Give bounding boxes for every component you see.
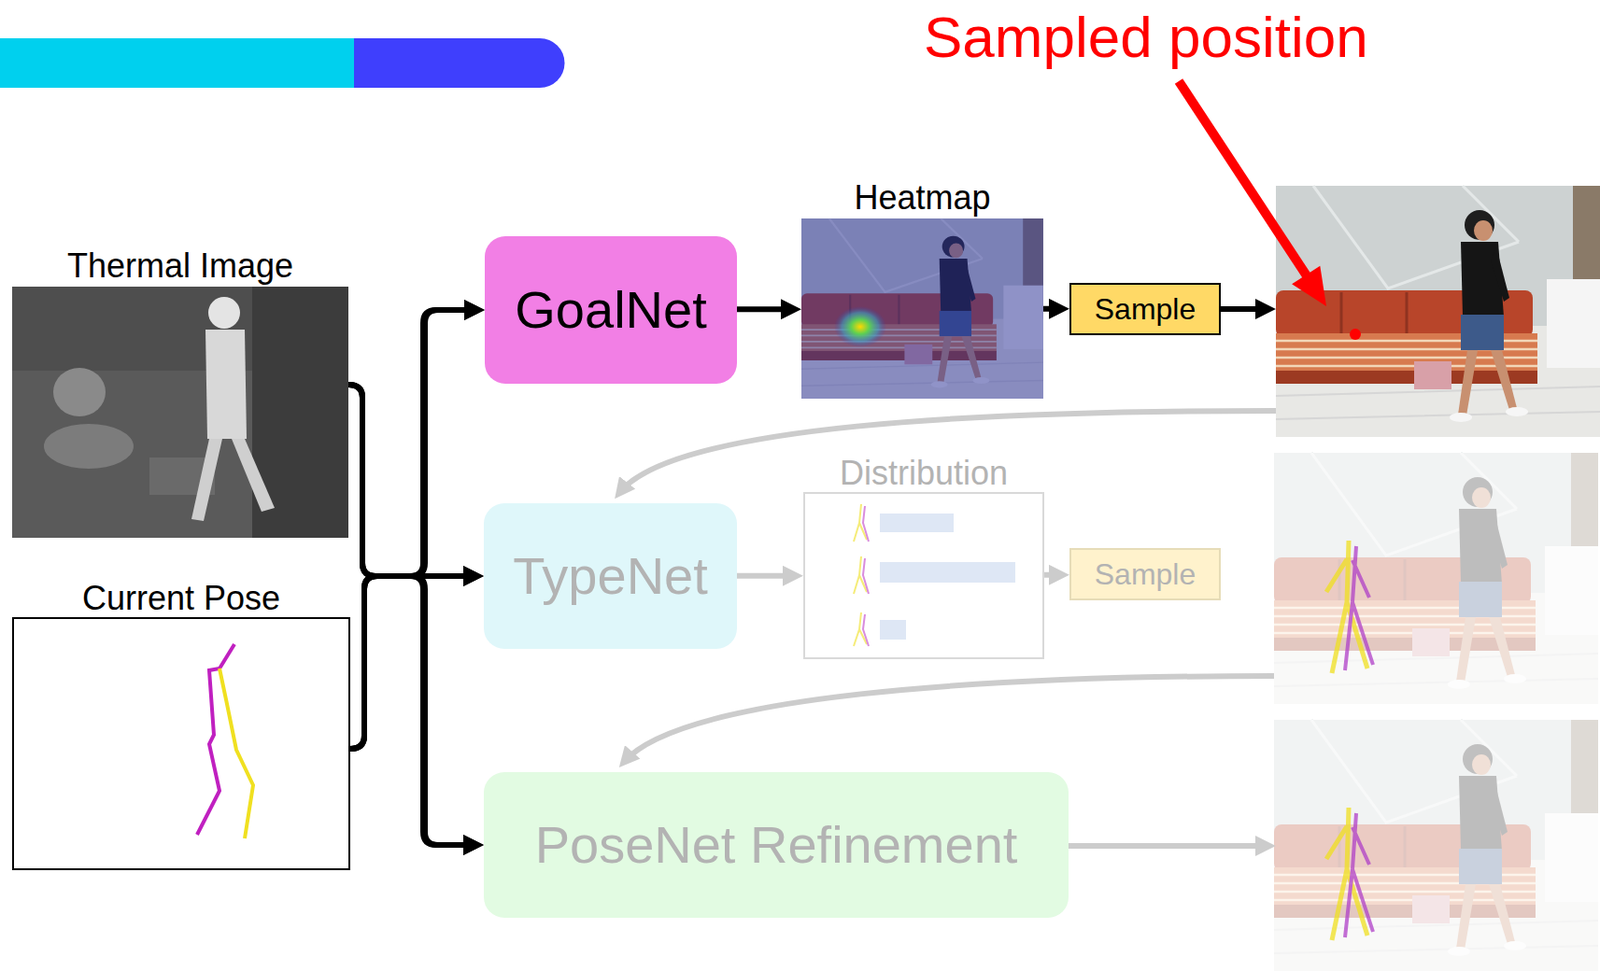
process-box: TypeNet — [483, 503, 737, 650]
thermal-picture — [53, 368, 106, 417]
pointer-arrow — [1178, 81, 1308, 278]
flow-arrow — [1068, 843, 1269, 850]
flow-connector — [348, 310, 478, 577]
heatmap-picture — [801, 218, 1044, 399]
pose-figure — [197, 644, 254, 839]
title-bar — [0, 38, 566, 88]
pointer-arrow — [1291, 266, 1327, 307]
flow-connector — [350, 310, 478, 750]
distribution-chart — [853, 504, 1016, 647]
heatmap-picture — [801, 218, 1044, 399]
thermal-picture — [205, 329, 247, 439]
box-label: TypeNet — [512, 546, 708, 607]
distribution-chart — [863, 614, 869, 647]
title-bar — [0, 38, 365, 88]
flow-connector — [1043, 306, 1062, 312]
distribution-panel: Distribution — [803, 492, 1045, 660]
thermal-picture — [12, 286, 349, 539]
heading-label: Thermal Image — [67, 246, 294, 285]
output-picture — [1326, 807, 1374, 941]
pose-panel: Current Pose — [12, 617, 351, 871]
output-picture — [1349, 328, 1361, 340]
flow-connector — [1044, 572, 1062, 579]
heading-label: Current Pose — [82, 579, 281, 618]
thermal-picture — [12, 286, 349, 539]
distribution-chart — [863, 558, 869, 595]
distribution-chart — [879, 513, 954, 533]
output-picture — [1274, 453, 1600, 705]
thermal-image: Thermal Image — [12, 286, 349, 539]
box-label: PoseNet Refinement — [535, 815, 1019, 876]
box-label: Sample — [1094, 557, 1197, 593]
thermal-picture — [43, 424, 134, 469]
output-picture — [1274, 720, 1600, 971]
flow-connector — [736, 573, 796, 580]
output-picture — [1275, 185, 1600, 438]
sample-box: Sample — [1069, 548, 1221, 601]
title-bar — [353, 38, 566, 88]
flow-connector — [348, 384, 477, 846]
thermal-picture — [231, 438, 275, 512]
heatmap-picture — [801, 218, 1044, 399]
box-label: GoalNet — [514, 280, 707, 340]
thermal-picture — [191, 438, 223, 522]
flow-arrow — [623, 676, 1275, 763]
callout-label: Sampled position — [923, 3, 1369, 71]
pose-figure — [219, 668, 254, 839]
pose-figure — [197, 644, 235, 836]
flow-connector — [348, 384, 477, 577]
flow-arrow — [1220, 306, 1269, 312]
output-picture — [1326, 540, 1374, 674]
output-picture — [1274, 453, 1600, 705]
pointer-arrow — [1178, 81, 1327, 307]
heatmap-picture — [834, 306, 887, 348]
heading-label: Distribution — [839, 453, 1008, 493]
distribution-chart — [879, 562, 1016, 583]
output-picture — [1275, 185, 1600, 438]
flow-connector — [350, 576, 477, 750]
flow-connector — [736, 306, 794, 312]
output-picture — [1274, 720, 1600, 971]
flow-arrow — [619, 410, 1276, 494]
thermal-picture — [208, 297, 241, 329]
flow-connector — [350, 576, 477, 846]
heatmap-image: Heatmap — [801, 218, 1044, 399]
distribution-chart — [879, 620, 907, 640]
output-picture — [1326, 540, 1374, 674]
box-label: Sample — [1094, 292, 1197, 327]
process-box: PoseNet Refinement — [483, 772, 1069, 919]
sample-box: Sample — [1069, 283, 1221, 336]
heading-label: Heatmap — [853, 178, 991, 217]
process-box: GoalNet — [484, 236, 737, 384]
output-picture — [1326, 807, 1374, 941]
distribution-chart — [863, 506, 869, 542]
